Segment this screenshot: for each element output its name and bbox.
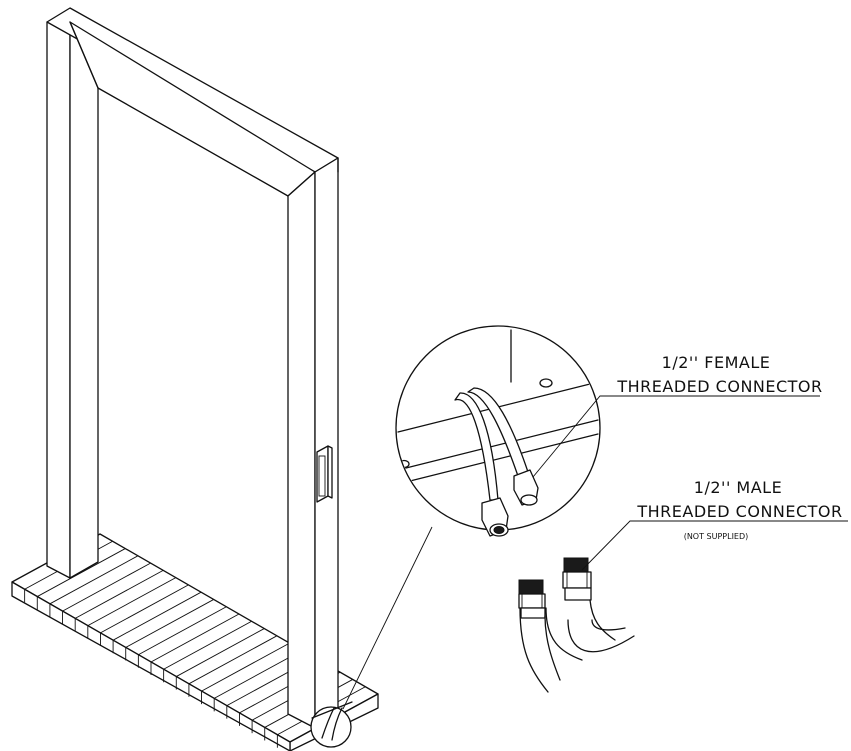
grate-slat bbox=[201, 642, 290, 692]
grate-slat bbox=[188, 635, 278, 685]
grate-slat bbox=[49, 555, 139, 605]
grate-slat bbox=[87, 577, 177, 627]
grate-slat bbox=[176, 628, 265, 677]
female-connector bbox=[481, 469, 539, 537]
grate-slat bbox=[62, 562, 151, 612]
male-label-line2: THREADED CONNECTOR bbox=[636, 502, 842, 521]
grate-slat bbox=[112, 591, 202, 641]
male-label-note: (NOT SUPPLIED) bbox=[684, 532, 749, 541]
detail-leader-line bbox=[342, 526, 433, 710]
grate-slat bbox=[138, 606, 227, 656]
grate-slat bbox=[150, 613, 240, 663]
female-label-line2: THREADED CONNECTOR bbox=[616, 377, 822, 396]
male-label-line1: 1/2'' MALE bbox=[694, 478, 782, 497]
female-label-line1: 1/2'' FEMALE bbox=[662, 353, 771, 372]
door-frame bbox=[46, 7, 339, 729]
grate-slats bbox=[24, 540, 366, 748]
detail-magnifier bbox=[395, 325, 601, 537]
grate-slat bbox=[163, 620, 252, 670]
grate-slat bbox=[37, 548, 126, 597]
male-connector bbox=[518, 557, 635, 693]
male-leader-line bbox=[581, 520, 848, 571]
detail-origin-circle bbox=[310, 701, 353, 748]
grate-slat bbox=[74, 569, 164, 619]
female-leader-line bbox=[532, 395, 820, 478]
grate-slat bbox=[125, 599, 214, 648]
grate-slat bbox=[100, 584, 189, 634]
control-box bbox=[316, 445, 333, 503]
